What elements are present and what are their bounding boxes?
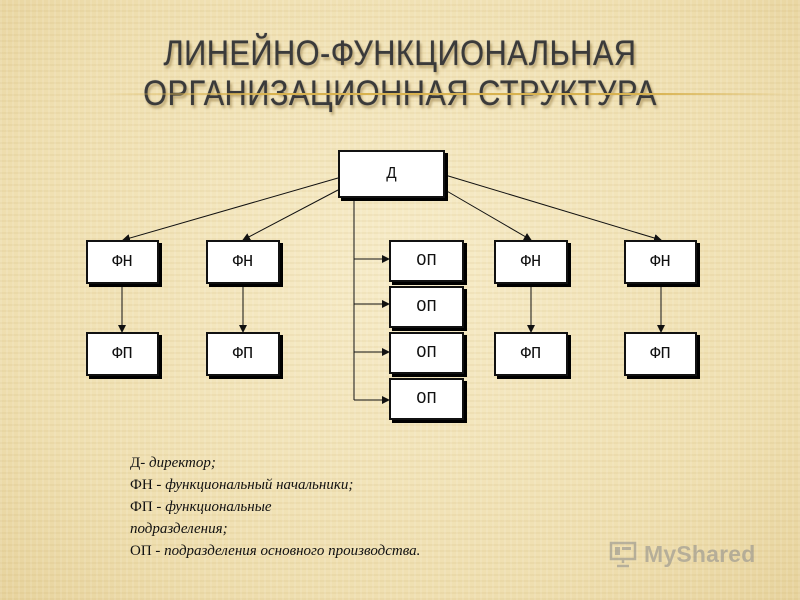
legend-definition: функциональные подразделения;	[130, 499, 272, 537]
legend-item-op: ОП - подразделения основного производств…	[130, 540, 550, 562]
legend-item-fn: ФН - функциональный начальники;	[130, 474, 550, 496]
legend-term: ФП -	[130, 499, 162, 515]
legend-term: Д-	[130, 455, 146, 471]
op-box-2: ОП	[389, 286, 464, 328]
legend-definition: директор;	[148, 455, 216, 471]
fn-box-4: ФН	[624, 240, 697, 284]
fn-box-3: ФН	[494, 240, 568, 284]
fn-box-1: ФН	[86, 240, 159, 284]
op-box-1: ОП	[389, 240, 464, 282]
fn-box-2: ФН	[206, 240, 280, 284]
fp-box-2: ФП	[206, 332, 280, 376]
legend-definition: функциональный начальники;	[165, 477, 354, 493]
op-box-4: ОП	[389, 378, 464, 420]
legend-term: ФН -	[130, 477, 162, 493]
op-box-3: ОП	[389, 332, 464, 374]
fp-box-4: ФП	[624, 332, 697, 376]
fp-box-3: ФП	[494, 332, 568, 376]
title-line-1: ЛИНЕЙНО-ФУНКЦИОНАЛЬНАЯ	[163, 34, 637, 73]
legend-definition: подразделения основного производства.	[164, 543, 421, 559]
arrow-director-to-fn-1	[122, 177, 339, 242]
watermark-text: MyShared	[644, 540, 756, 567]
title-underline	[98, 93, 788, 95]
legend-item-fp: ФП - функциональные подразделения;	[130, 496, 340, 540]
arrow-director-to-fn-4	[444, 174, 662, 242]
arrow-director-to-fn-3	[444, 189, 532, 241]
legend-item-director: Д- директор;	[130, 452, 550, 474]
arrow-director-to-fn-2	[242, 189, 339, 241]
director-box: Д	[338, 150, 445, 198]
presentation-board-icon	[609, 541, 637, 568]
legend: Д- директор; ФН - функциональный начальн…	[130, 452, 550, 562]
myshared-watermark: MyShared	[608, 538, 756, 570]
legend-term: ОП -	[130, 543, 161, 559]
fp-box-1: ФП	[86, 332, 159, 376]
